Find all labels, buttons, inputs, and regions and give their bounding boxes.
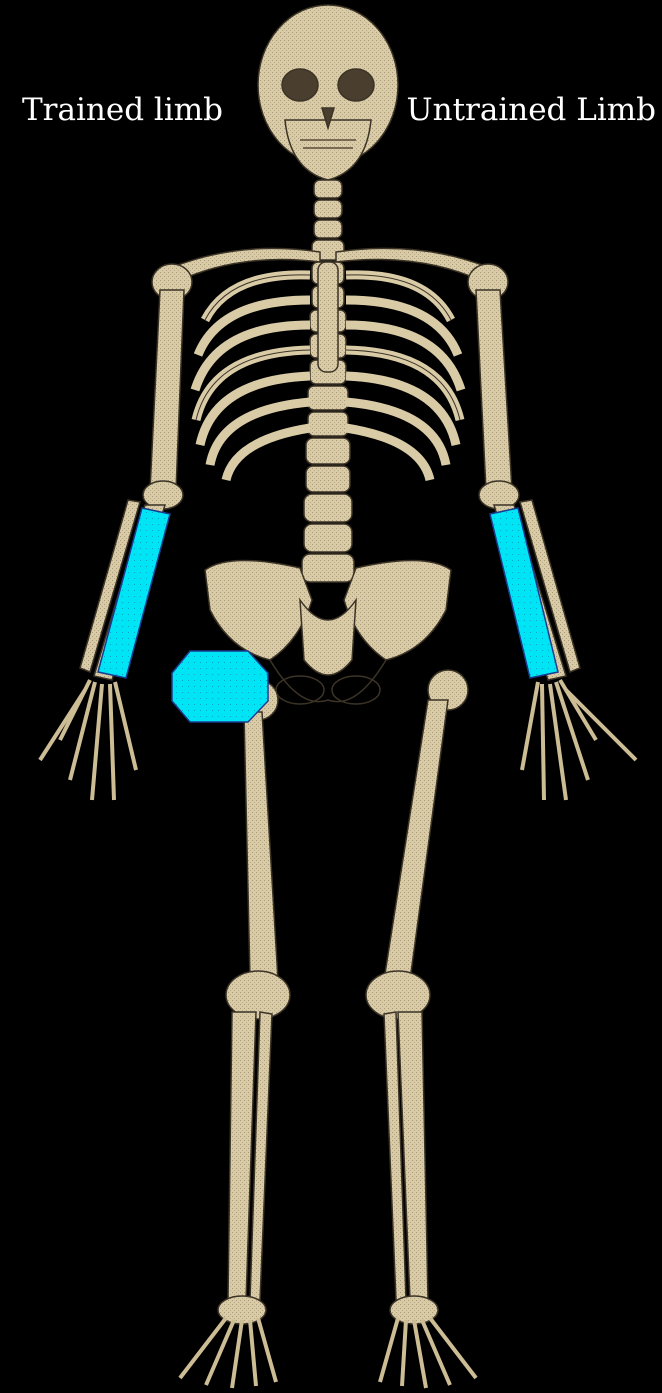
- sternum: [318, 262, 338, 372]
- left-hand: [40, 680, 136, 800]
- femurs: [238, 670, 468, 980]
- untrained-limb-label: Untrained Limb: [406, 92, 656, 128]
- spine: [302, 180, 354, 582]
- right-hand: [522, 680, 636, 800]
- hip-octagon-marker: [172, 651, 268, 722]
- feet: [218, 1296, 438, 1324]
- skull: [258, 5, 398, 180]
- trained-limb-label: Trained limb: [22, 92, 223, 128]
- lower-legs: [228, 1012, 428, 1300]
